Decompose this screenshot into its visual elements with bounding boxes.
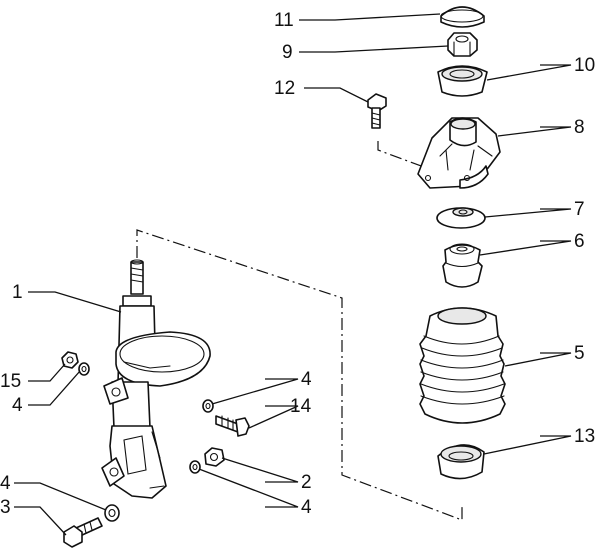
- callout-1: 1: [12, 282, 23, 303]
- part-4-washer-lower-right: [189, 460, 201, 474]
- part-8-upper-mount: [417, 117, 501, 189]
- callout-12: 12: [274, 78, 295, 99]
- callout-7: 7: [574, 199, 585, 220]
- callout-14: 14: [290, 396, 312, 417]
- callout-15: 15: [0, 371, 21, 392]
- callout-9: 9: [282, 42, 293, 63]
- callout-6: 6: [574, 231, 585, 252]
- callout-8: 8: [574, 117, 585, 138]
- part-12-bolt: [367, 93, 387, 129]
- callout-4-upper-left: 4: [12, 395, 23, 416]
- callout-5: 5: [574, 343, 585, 364]
- part-5-bellows: [419, 307, 506, 424]
- callout-4-upper-right: 4: [301, 369, 312, 390]
- part-10-cup-washer: [437, 65, 488, 97]
- callout-13: 13: [574, 426, 595, 447]
- part-1-strut: [101, 259, 211, 499]
- callout-4-lower-left: 4: [0, 473, 11, 494]
- part-4-washer-lower-left: [104, 504, 120, 522]
- leader-lines: [14, 13, 572, 536]
- part-11-dust-cap: [440, 6, 485, 28]
- assembly-guide-line: [136, 141, 463, 521]
- callout-labels: 11 9 10 12 8 7 6 5 13 1 15 4 4 14 2 4 4 …: [0, 10, 595, 518]
- part-4-washer-upper-left: [78, 362, 90, 376]
- part-14-bolt: [215, 415, 250, 437]
- part-7-spring-seat: [436, 207, 486, 229]
- callout-10: 10: [574, 55, 595, 76]
- part-13-lower-cup: [437, 444, 485, 480]
- callout-2: 2: [301, 472, 312, 493]
- part-2-nut: [204, 447, 225, 467]
- callout-4-lower-right: 4: [301, 497, 312, 518]
- part-6-bump-stop: [442, 243, 483, 288]
- part-4-washer-upper-right: [202, 399, 214, 413]
- part-9-nut: [447, 32, 478, 57]
- callout-11: 11: [274, 10, 294, 31]
- part-3-bolt: [63, 517, 103, 548]
- callout-3: 3: [0, 497, 11, 518]
